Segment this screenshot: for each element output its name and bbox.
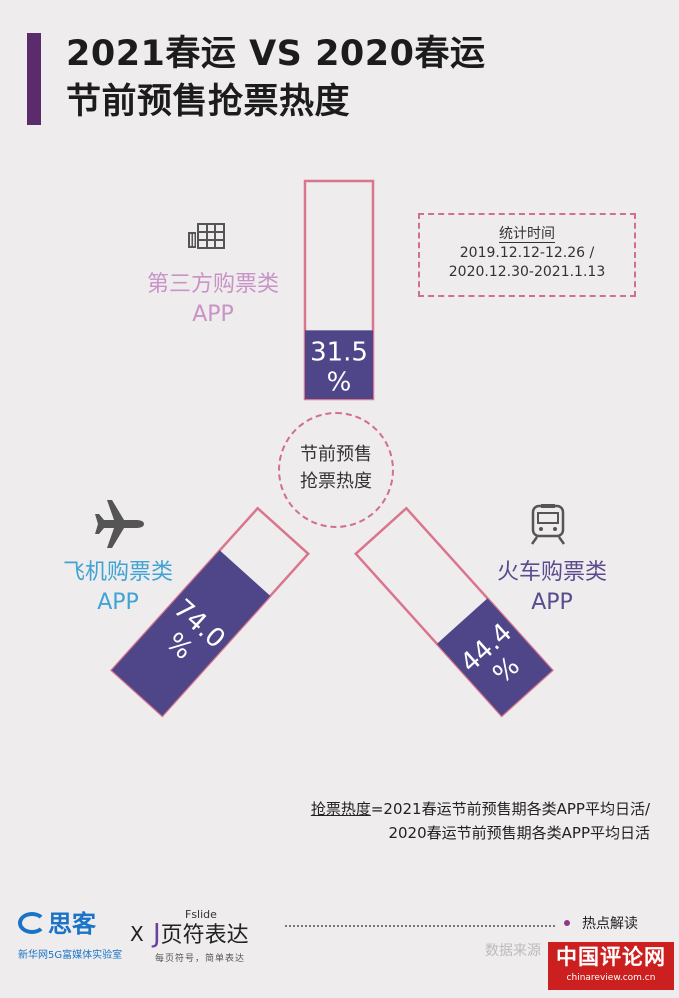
thinker-logo: 思客 新华网5G富媒体实验室 [18, 910, 133, 961]
watermark-url: chinareview.com.cn [566, 973, 656, 983]
bar-group-third-party: 31.5% [303, 179, 375, 401]
label-airline-line2: APP [97, 590, 139, 615]
bar-outline-train [354, 506, 554, 718]
stat-period-line1: 2019.12.12-12.26 / [459, 245, 595, 261]
thinker-logo-brand: 思客 [48, 910, 96, 938]
footer: 思客 新华网5G富媒体实验室 X Fslide J页符表达 每页符号，简单表达 … [0, 900, 679, 998]
label-third-party-line2: APP [192, 302, 234, 327]
formula-term: 抢票热度 [310, 800, 371, 818]
label-airline-line1: 飞机购票类 [62, 560, 173, 585]
bar-value-label-third-party: 31.5 [310, 338, 368, 368]
bar-fill-airline [111, 550, 271, 716]
collab-cross: X [130, 922, 144, 946]
label-train-line1: 火车购票类 [496, 560, 607, 585]
stat-period-box: 统计时间 2019.12.12-12.26 / 2020.12.30-2021.… [418, 213, 636, 297]
title-line-2: 节前预售抢票热度 [66, 82, 351, 122]
bar-group-train: 44.4% [354, 506, 554, 718]
label-third-party-app: 第三方购票类 APP [118, 270, 308, 330]
fslide-logo-subtitle: 每页符号，简单表达 [155, 954, 246, 964]
bar-unit-label-third-party: % [327, 368, 352, 398]
fslide-logo: Fslide J页符表达 每页符号，简单表达 [153, 908, 249, 964]
train-icon [530, 504, 566, 545]
bar-fill-train [436, 598, 553, 716]
center-label: 节前预售 抢票热度 [278, 441, 394, 495]
formula-line2: 2020春运节前预售期各类APP平均日活 [388, 824, 650, 842]
fslide-brand-text: 页符表达 [160, 923, 249, 948]
center-label-line1: 节前预售 [300, 444, 372, 465]
watermark: 中国评论网 chinareview.com.cn [548, 942, 674, 990]
page-title: 2021春运 VS 2020春运 节前预售抢票热度 [66, 30, 486, 126]
label-third-party-line1: 第三方购票类 [146, 272, 279, 297]
bar-group-airline: 74.0% [110, 506, 310, 718]
stat-period-line2: 2020.12.30-2021.1.13 [448, 264, 606, 280]
center-dashed-circle [278, 412, 394, 528]
building-icon [188, 223, 225, 249]
footer-section-label: 热点解读 [582, 916, 638, 932]
title-accent-bar [27, 33, 41, 125]
title-line-1: 2021春运 VS 2020春运 [66, 34, 486, 74]
airplane-icon [95, 500, 144, 548]
fslide-logo-brand: J页符表达 [153, 921, 249, 949]
formula-note: 抢票热度=2021春运节前预售期各类APP平均日活/ 2020春运节前预售期各类… [220, 797, 650, 845]
center-label-line2: 抢票热度 [300, 471, 372, 492]
thinker-logo-subtitle: 新华网5G富媒体实验室 [18, 950, 123, 961]
bar-fill-third-party [305, 330, 373, 399]
watermark-main: 中国评论网 [556, 945, 666, 969]
label-train-line2: APP [531, 590, 573, 615]
thinker-swirl-icon [18, 912, 46, 934]
fslide-logo-top: Fslide [185, 908, 217, 921]
fslide-j-icon: J [153, 919, 161, 949]
footer-source-label: 数据来源 [485, 943, 541, 959]
label-train-app: 火车购票类 APP [462, 558, 642, 618]
formula-line1: =2021春运节前预售期各类APP平均日活/ [370, 800, 650, 818]
footer-dotted-line [285, 925, 555, 927]
label-airline-app: 飞机购票类 APP [28, 558, 208, 618]
footer-bullet-icon [564, 920, 570, 926]
stat-period-heading: 统计时间 [499, 226, 555, 243]
